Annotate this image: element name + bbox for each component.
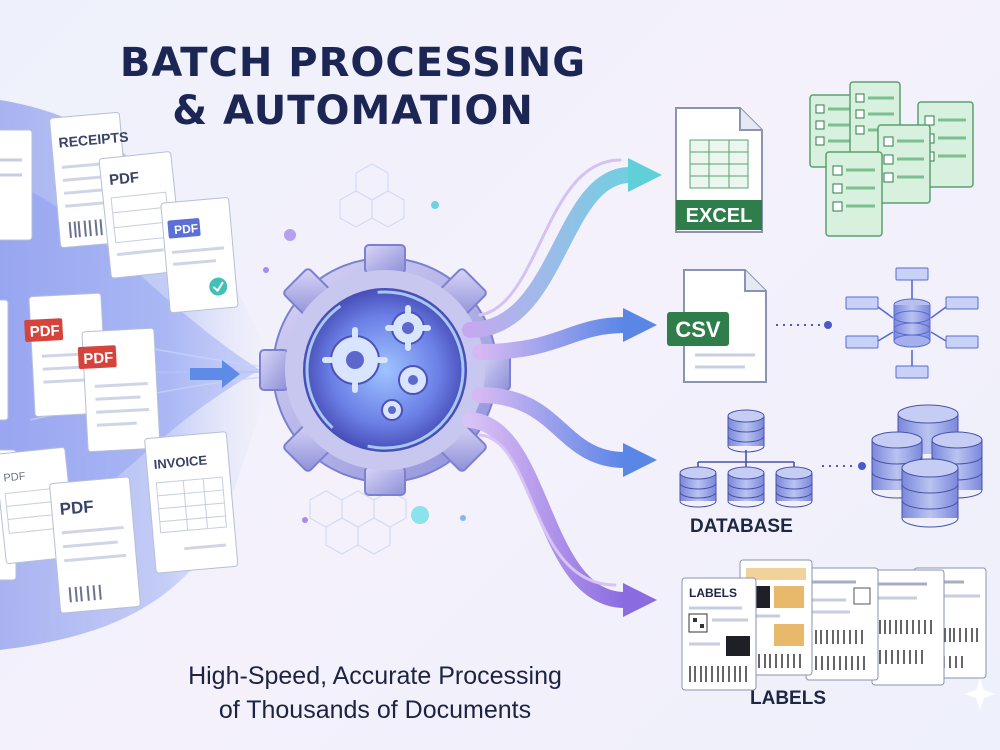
arrow-right-icon [190,360,240,388]
processing-gear [259,244,511,496]
flow-arrows [462,158,638,608]
dotted-connector-csv [776,321,832,329]
label-sheets: LABELS [681,559,987,691]
receipt-title: RECEIPTS [58,129,129,151]
pdf-tag-red-2: PDF [83,349,114,368]
dotted-connector-db [822,462,866,470]
database-tree-icon [679,409,813,508]
pdf-document-red-2: PDF [77,327,161,453]
labels-label: LABELS [750,688,826,709]
label-sheet-heading: LABELS [689,586,737,600]
csv-label: CSV [675,317,721,342]
invoice-title: INVOICE [153,452,208,472]
csv-file-icon: CSV [667,269,767,383]
database-icon [727,409,765,453]
database-label: DATABASE [690,516,793,537]
excel-file-icon: EXCEL [675,107,763,233]
pdf-document-checked: PDF [160,197,239,314]
excel-label: EXCEL [686,205,753,227]
subtitle-line-1: High-Speed, Accurate Processing [188,662,562,690]
checklist-stack [809,81,974,237]
pdf-title-small: PDF [3,470,26,484]
qr-code-icon [688,613,708,633]
glow-dots [263,201,466,524]
subtitle-line-2: of Thousands of Documents [218,696,532,724]
sparkle-icon [964,678,996,710]
pdf-title-1: PDF [108,169,140,189]
pdf-tag-blue: PDF [174,221,199,237]
title-line-1: BATCH PROCESSING [119,40,587,86]
pdf-document-bottom: PDF [49,476,141,614]
invoice-document: INVOICE [144,431,239,574]
pdf-tag-red-1: PDF [29,322,60,341]
schema-diagram-icon [845,267,979,379]
pdf-title-2: PDF [59,497,95,519]
database-cluster-icon [871,404,983,528]
title-line-2: & AUTOMATION [172,88,534,134]
arrow-heads [623,158,662,617]
